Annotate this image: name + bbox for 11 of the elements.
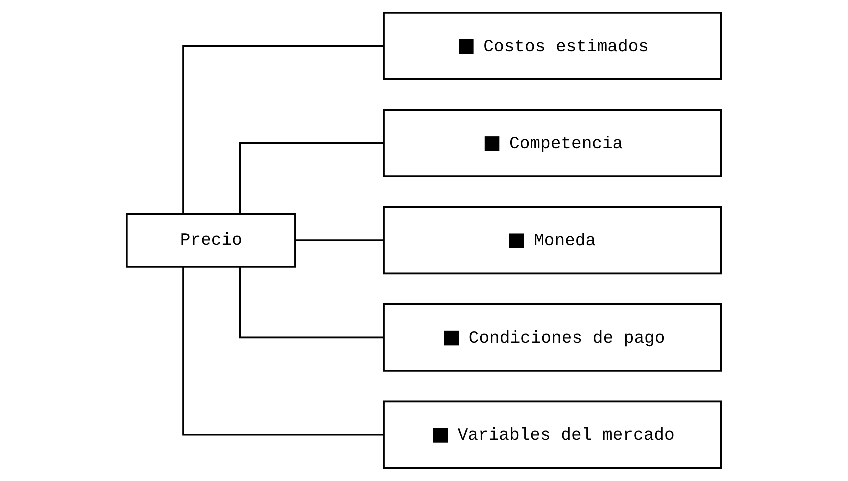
connector [239, 142, 384, 214]
node-box: Condiciones de pago [383, 304, 722, 372]
node-box: Variables del mercado [383, 400, 722, 469]
node-box: Costos estimados [383, 12, 722, 80]
node-box: Competencia [383, 109, 722, 178]
connector [239, 267, 384, 339]
node-box: Precio [126, 213, 296, 268]
node-box: Moneda [383, 206, 722, 275]
connector [182, 45, 384, 214]
connector [296, 240, 384, 242]
connector [182, 267, 384, 436]
